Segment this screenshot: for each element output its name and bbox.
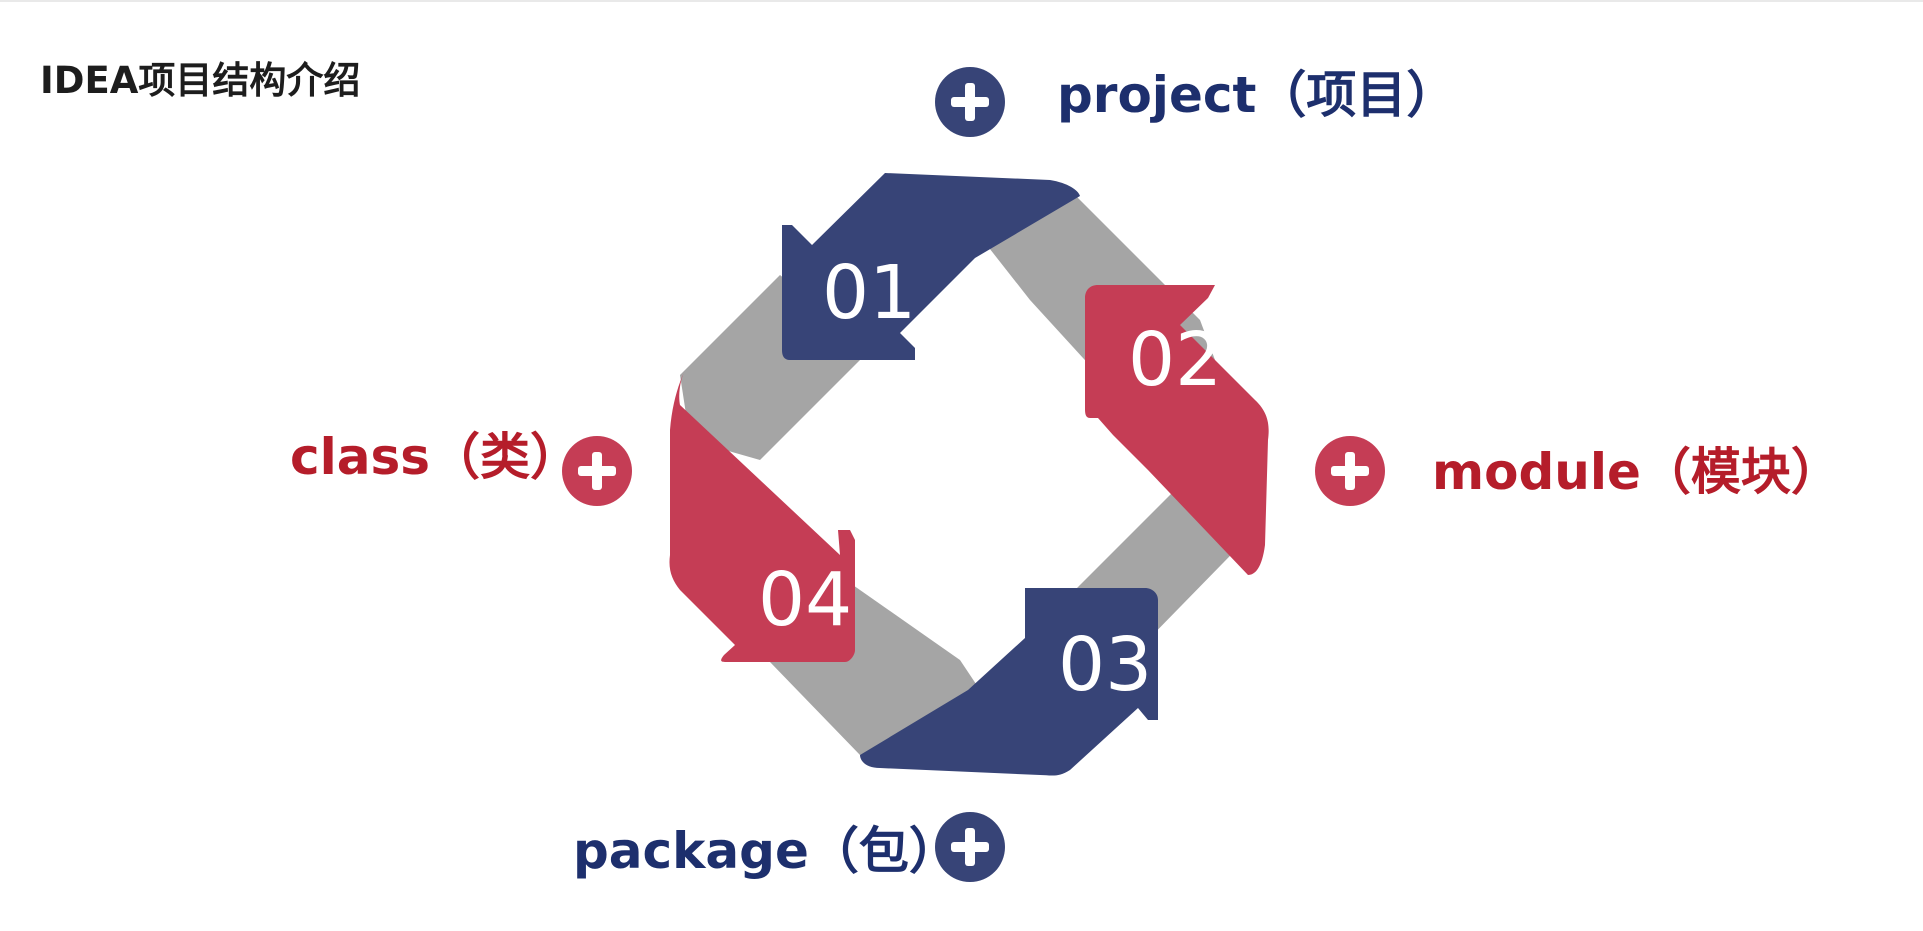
module-label: module（模块） xyxy=(1432,447,1841,497)
project-expand-icon[interactable] xyxy=(935,67,1005,137)
class-label: class（类） xyxy=(290,432,580,482)
module-expand-icon[interactable] xyxy=(1315,436,1385,506)
step-number-03: 03 xyxy=(1058,622,1152,708)
project-label: project（项目） xyxy=(1057,70,1456,120)
package-label: package（包） xyxy=(573,826,959,876)
step-number-02: 02 xyxy=(1128,317,1222,403)
step-number-04: 04 xyxy=(758,557,852,643)
step-number-01: 01 xyxy=(822,250,916,336)
